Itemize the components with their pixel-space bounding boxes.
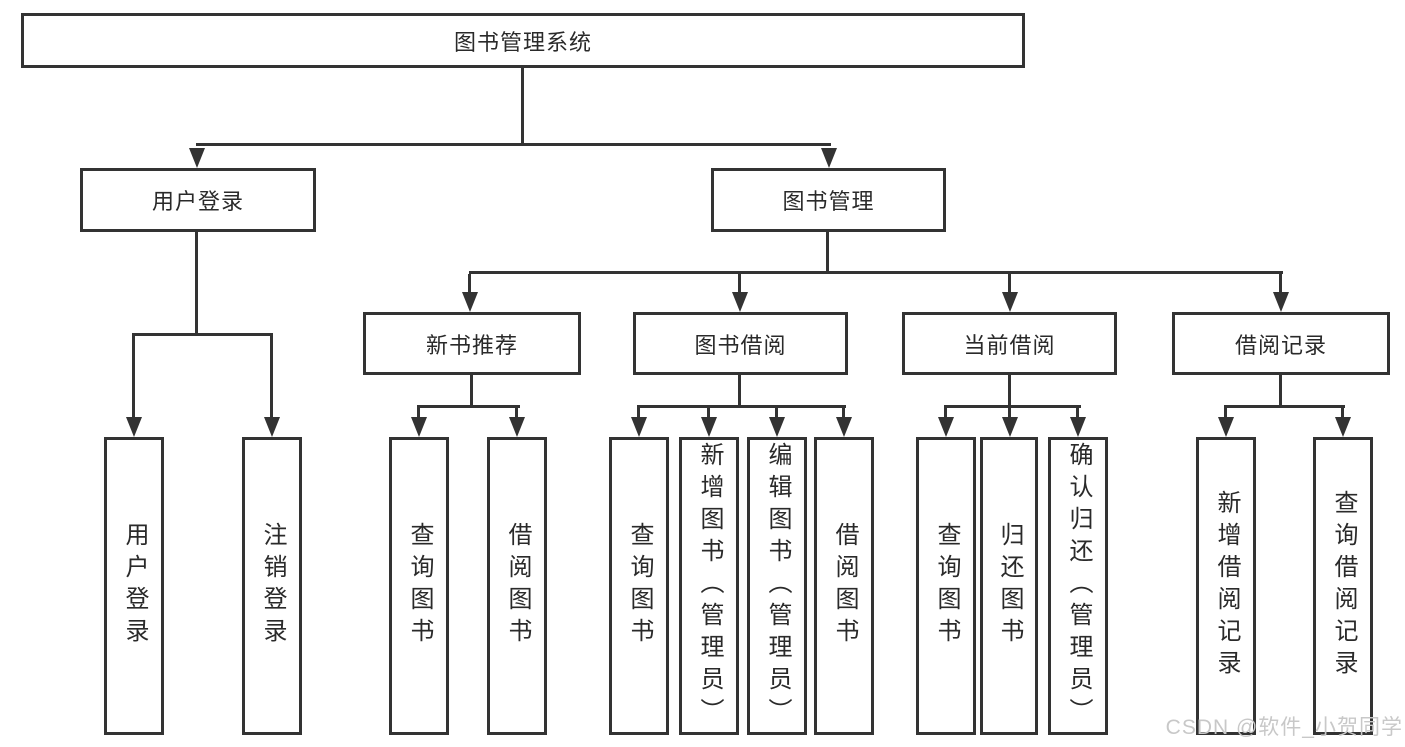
- connector-line: [132, 336, 135, 417]
- leaf-borrow-books: 借阅图书: [814, 437, 874, 735]
- leaf-query-borrow-record: 查询借阅记录: [1313, 437, 1373, 735]
- arrow-down-icon: [411, 417, 427, 437]
- connector-line: [132, 333, 273, 336]
- connector-line: [521, 68, 524, 146]
- node-book-borrow: 图书借阅: [633, 312, 848, 375]
- connector-line: [1008, 375, 1011, 408]
- connector-line: [417, 405, 520, 408]
- arrow-down-icon: [126, 417, 142, 437]
- leaf-borrow-books-recommend: 借阅图书: [487, 437, 547, 735]
- leaf-return-book: 归还图书: [980, 437, 1038, 735]
- arrow-down-icon: [509, 417, 525, 437]
- arrow-down-icon: [732, 292, 748, 312]
- connector-line: [1076, 408, 1079, 418]
- connector-line: [469, 271, 1283, 274]
- arrow-down-icon: [1002, 292, 1018, 312]
- connector-line: [196, 143, 831, 146]
- arrow-down-icon: [769, 417, 785, 437]
- connector-line: [1008, 408, 1011, 418]
- node-borrow-records: 借阅记录: [1172, 312, 1390, 375]
- connector-line: [637, 405, 846, 408]
- arrow-down-icon: [1002, 417, 1018, 437]
- arrow-down-icon: [1335, 417, 1351, 437]
- arrow-down-icon: [264, 417, 280, 437]
- leaf-query-books-current: 查询图书: [916, 437, 976, 735]
- node-book-management: 图书管理: [711, 168, 946, 232]
- connector-line: [1279, 375, 1282, 408]
- arrow-down-icon: [701, 417, 717, 437]
- connector-line: [826, 232, 829, 274]
- arrow-down-icon: [1273, 292, 1289, 312]
- connector-line: [1341, 408, 1344, 418]
- connector-line: [1008, 274, 1011, 292]
- connector-line: [1224, 405, 1345, 408]
- node-current-borrow: 当前借阅: [902, 312, 1117, 375]
- connector-line: [738, 274, 741, 292]
- connector-line: [842, 408, 845, 418]
- connector-line: [417, 408, 420, 418]
- connector-line: [1224, 408, 1227, 418]
- connector-line: [775, 408, 778, 418]
- connector-line: [1279, 274, 1282, 292]
- connector-line: [707, 408, 710, 418]
- connector-line: [738, 375, 741, 408]
- connector-line: [944, 408, 947, 418]
- connector-line: [468, 274, 471, 292]
- node-new-book-recommend: 新书推荐: [363, 312, 581, 375]
- connector-line: [637, 408, 640, 418]
- node-root: 图书管理系统: [21, 13, 1025, 68]
- connector-line: [515, 408, 518, 418]
- arrow-down-icon: [631, 417, 647, 437]
- leaf-query-books-recommend: 查询图书: [389, 437, 449, 735]
- arrow-down-icon: [938, 417, 954, 437]
- connector-line: [470, 375, 473, 408]
- arrow-down-icon: [1070, 417, 1086, 437]
- arrow-down-icon: [836, 417, 852, 437]
- connector-line: [270, 336, 273, 417]
- leaf-add-book-admin: 新增图书（管理员）: [679, 437, 739, 735]
- leaf-add-borrow-record: 新增借阅记录: [1196, 437, 1256, 735]
- arrow-down-icon: [189, 148, 205, 168]
- csdn-watermark: CSDN @软件_小贺同学: [1165, 716, 1403, 739]
- leaf-edit-book-admin: 编辑图书（管理员）: [747, 437, 807, 735]
- arrow-down-icon: [1218, 417, 1234, 437]
- leaf-logout: 注销登录: [242, 437, 302, 735]
- connector-line: [944, 405, 1081, 408]
- leaf-query-books: 查询图书: [609, 437, 669, 735]
- arrow-down-icon: [821, 148, 837, 168]
- leaf-confirm-return-admin: 确认归还（管理员）: [1048, 437, 1108, 735]
- node-user-login: 用户登录: [80, 168, 316, 232]
- arrow-down-icon: [462, 292, 478, 312]
- leaf-user-login: 用户登录: [104, 437, 164, 735]
- connector-line: [195, 232, 198, 336]
